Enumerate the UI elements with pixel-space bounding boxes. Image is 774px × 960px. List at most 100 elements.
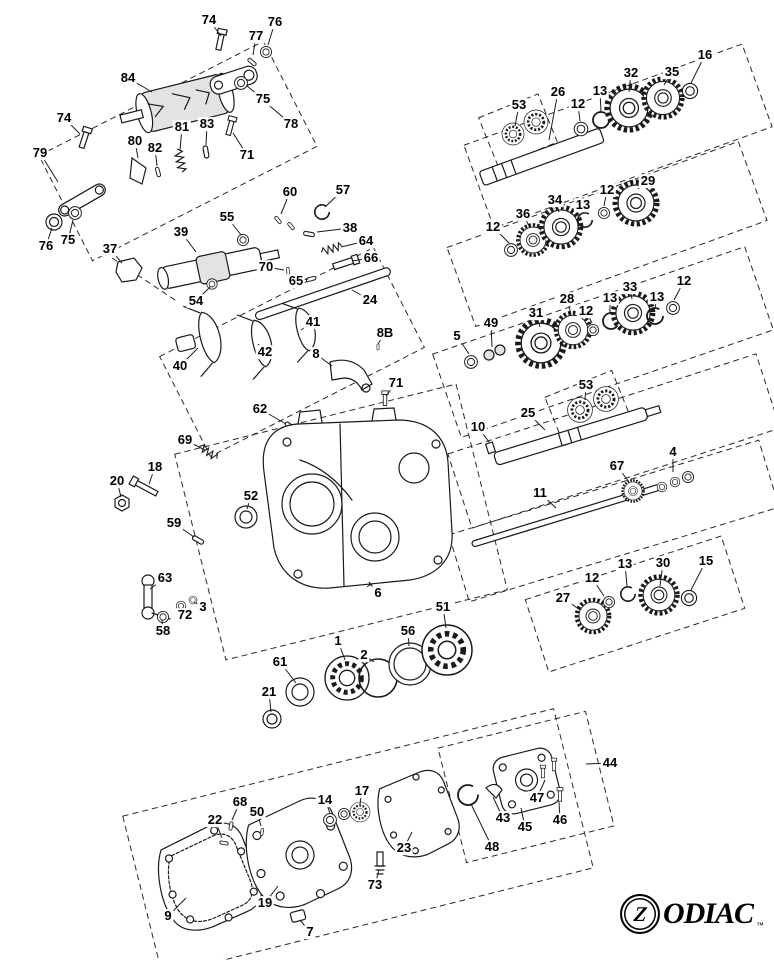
callout-29: 29 <box>638 173 658 189</box>
callout-8: 8 <box>310 346 322 362</box>
callout-65: 65 <box>286 273 306 289</box>
callout-23: 23 <box>394 840 414 856</box>
callout-16: 16 <box>695 47 715 63</box>
callout-18: 18 <box>145 459 165 475</box>
callout-67: 67 <box>607 458 627 474</box>
callout-31: 31 <box>526 305 546 321</box>
callout-13: 13 <box>615 556 635 572</box>
callout-12: 12 <box>483 219 503 235</box>
callout-73: 73 <box>365 877 385 893</box>
callout-5: 5 <box>451 328 463 344</box>
callout-12: 12 <box>674 273 694 289</box>
callout-76: 76 <box>36 238 56 254</box>
trademark-symbol: ™ <box>756 921 764 930</box>
callout-35: 35 <box>662 64 682 80</box>
zodiac-wordmark: ODIAC <box>662 897 754 930</box>
callout-58: 58 <box>153 623 173 639</box>
zodiac-badge-letter: Z <box>631 901 649 926</box>
zodiac-badge-icon: Z <box>619 894 660 934</box>
callout-20: 20 <box>107 473 127 489</box>
callout-24: 24 <box>360 292 380 308</box>
callout-22: 22 <box>205 812 225 828</box>
callout-57: 57 <box>333 182 353 198</box>
callout-66: 66 <box>361 250 381 266</box>
callout-13: 13 <box>600 290 620 306</box>
callout-42: 42 <box>255 344 275 360</box>
callout-50: 50 <box>247 804 267 820</box>
callout-48: 48 <box>482 839 502 855</box>
callout-12: 12 <box>576 303 596 319</box>
covers-and-gaskets-group <box>158 747 564 931</box>
countershaft-gear-cluster-1 <box>479 79 699 186</box>
callout-69: 69 <box>175 432 195 448</box>
gear-cluster-3 <box>464 293 680 369</box>
callout-21: 21 <box>259 684 279 700</box>
transmission-case-group <box>114 407 453 624</box>
callout-46: 46 <box>550 812 570 828</box>
callout-72: 72 <box>175 607 195 623</box>
callout-27: 27 <box>553 590 573 606</box>
callout-82: 82 <box>145 140 165 156</box>
callout-77: 77 <box>246 28 266 44</box>
callout-41: 41 <box>303 314 323 330</box>
callout-59: 59 <box>164 515 184 531</box>
callout-84: 84 <box>118 70 138 86</box>
callout-6: 6 <box>372 585 384 601</box>
callout-76: 76 <box>265 14 285 30</box>
callout-14: 14 <box>315 792 335 808</box>
callout-68: 68 <box>230 794 250 810</box>
callout-26: 26 <box>548 84 568 100</box>
callout-54: 54 <box>186 293 206 309</box>
callout-32: 32 <box>621 65 641 81</box>
callout-19: 19 <box>255 895 275 911</box>
callout-1: 1 <box>332 633 344 649</box>
callout-56: 56 <box>398 623 418 639</box>
callout-61: 61 <box>270 654 290 670</box>
callout-25: 25 <box>518 405 538 421</box>
callout-70: 70 <box>256 259 276 275</box>
callout-81: 81 <box>172 119 192 135</box>
callout-71: 71 <box>237 147 257 163</box>
callout-74: 74 <box>199 12 219 28</box>
callout-62: 62 <box>250 401 270 417</box>
callout-8B: 8B <box>374 325 396 341</box>
callout-38: 38 <box>340 220 360 236</box>
callout-13: 13 <box>590 83 610 99</box>
callout-39: 39 <box>171 224 191 240</box>
callout-36: 36 <box>513 206 533 222</box>
callout-9: 9 <box>162 908 174 924</box>
zodiac-logo: Z ODIAC ™ <box>619 894 764 934</box>
callout-45: 45 <box>515 819 535 835</box>
callout-10: 10 <box>468 419 488 435</box>
callout-80: 80 <box>125 133 145 149</box>
callout-71: 71 <box>386 375 406 391</box>
callout-43: 43 <box>493 810 513 826</box>
callout-44: 44 <box>600 755 620 771</box>
main-bearing-set <box>262 625 472 729</box>
callout-17: 17 <box>352 783 372 799</box>
shifter-rod-cluster <box>471 470 695 548</box>
callout-34: 34 <box>545 192 565 208</box>
callout-13: 13 <box>573 197 593 213</box>
callout-30: 30 <box>653 555 673 571</box>
callout-40: 40 <box>170 358 190 374</box>
callout-75: 75 <box>58 232 78 248</box>
callout-2: 2 <box>358 647 370 663</box>
callout-15: 15 <box>696 553 716 569</box>
callout-13: 13 <box>647 289 667 305</box>
callout-60: 60 <box>280 184 300 200</box>
callout-63: 63 <box>155 570 175 586</box>
callout-37: 37 <box>100 241 120 257</box>
callout-74: 74 <box>54 110 74 126</box>
callout-33: 33 <box>620 279 640 295</box>
callout-4: 4 <box>667 444 679 460</box>
callout-7: 7 <box>304 924 316 940</box>
callout-55: 55 <box>217 209 237 225</box>
callout-12: 12 <box>568 96 588 112</box>
callout-49: 49 <box>481 315 501 331</box>
callout-53: 53 <box>509 97 529 113</box>
callout-47: 47 <box>527 790 547 806</box>
